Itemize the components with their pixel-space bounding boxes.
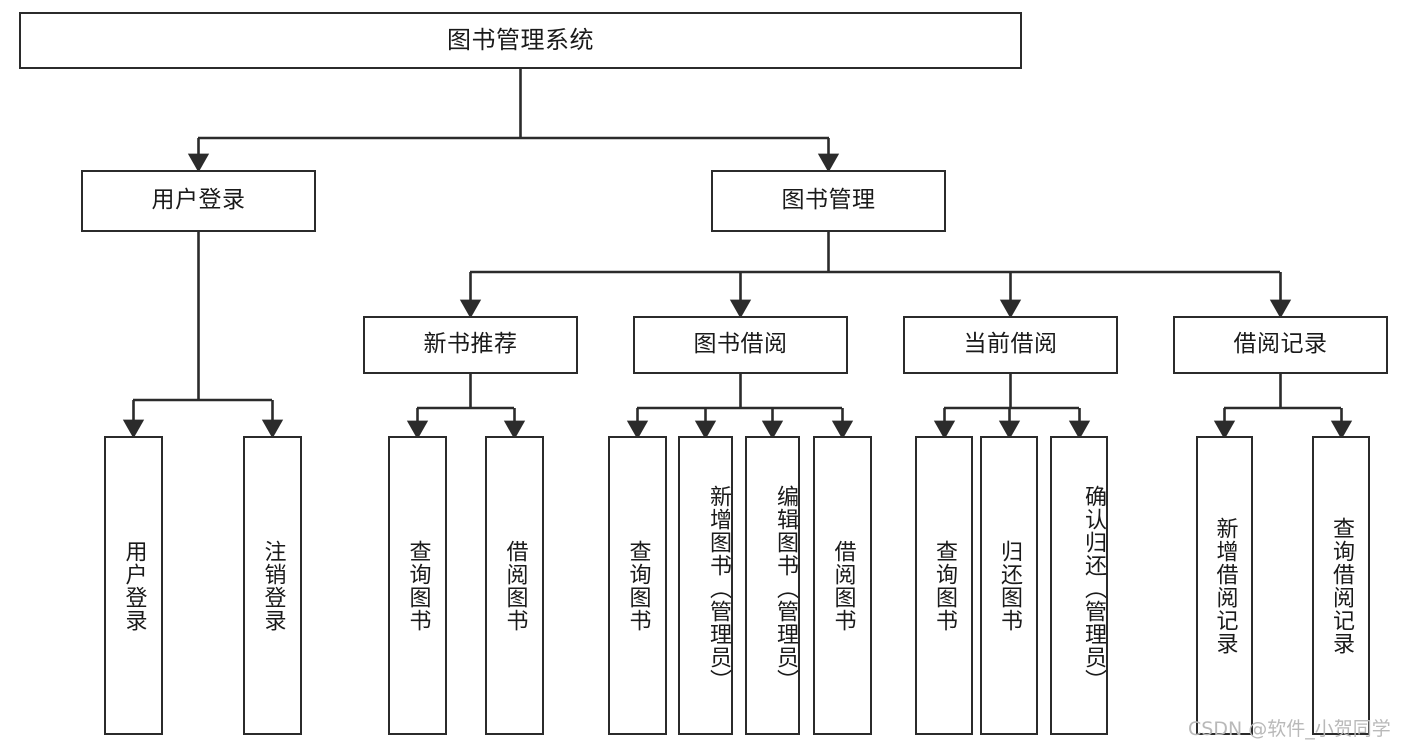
leaf-query-book[interactable]: 查询图书 xyxy=(608,436,667,735)
leaf-user-login[interactable]: 用户登录 xyxy=(104,436,163,735)
leaf-edit-book-admin[interactable]: 编辑图书（管理员） xyxy=(745,436,800,735)
leaf-return-book[interactable]: 归还图书 xyxy=(980,436,1038,735)
leaf-borrow-book[interactable]: 借阅图书 xyxy=(813,436,872,735)
leaf-borrow-book-recommend[interactable]: 借阅图书 xyxy=(485,436,544,735)
leaf-query-book-recommend[interactable]: 查询图书 xyxy=(388,436,447,735)
node-book-management[interactable]: 图书管理 xyxy=(711,170,946,232)
node-borrow-record[interactable]: 借阅记录 xyxy=(1173,316,1388,374)
node-book-borrow[interactable]: 图书借阅 xyxy=(633,316,848,374)
watermark: CSDN @软件_小贺同学 xyxy=(1188,718,1391,740)
leaf-add-borrow-record[interactable]: 新增借阅记录 xyxy=(1196,436,1253,735)
node-root[interactable]: 图书管理系统 xyxy=(19,12,1022,69)
node-user-login[interactable]: 用户登录 xyxy=(81,170,316,232)
leaf-add-book-admin[interactable]: 新增图书（管理员） xyxy=(678,436,733,735)
leaf-confirm-return-admin[interactable]: 确认归还（管理员） xyxy=(1050,436,1108,735)
node-current-borrow[interactable]: 当前借阅 xyxy=(903,316,1118,374)
leaf-query-book-current[interactable]: 查询图书 xyxy=(915,436,973,735)
leaf-logout-login[interactable]: 注销登录 xyxy=(243,436,302,735)
node-new-book-recommend[interactable]: 新书推荐 xyxy=(363,316,578,374)
leaf-query-borrow-record[interactable]: 查询借阅记录 xyxy=(1312,436,1370,735)
